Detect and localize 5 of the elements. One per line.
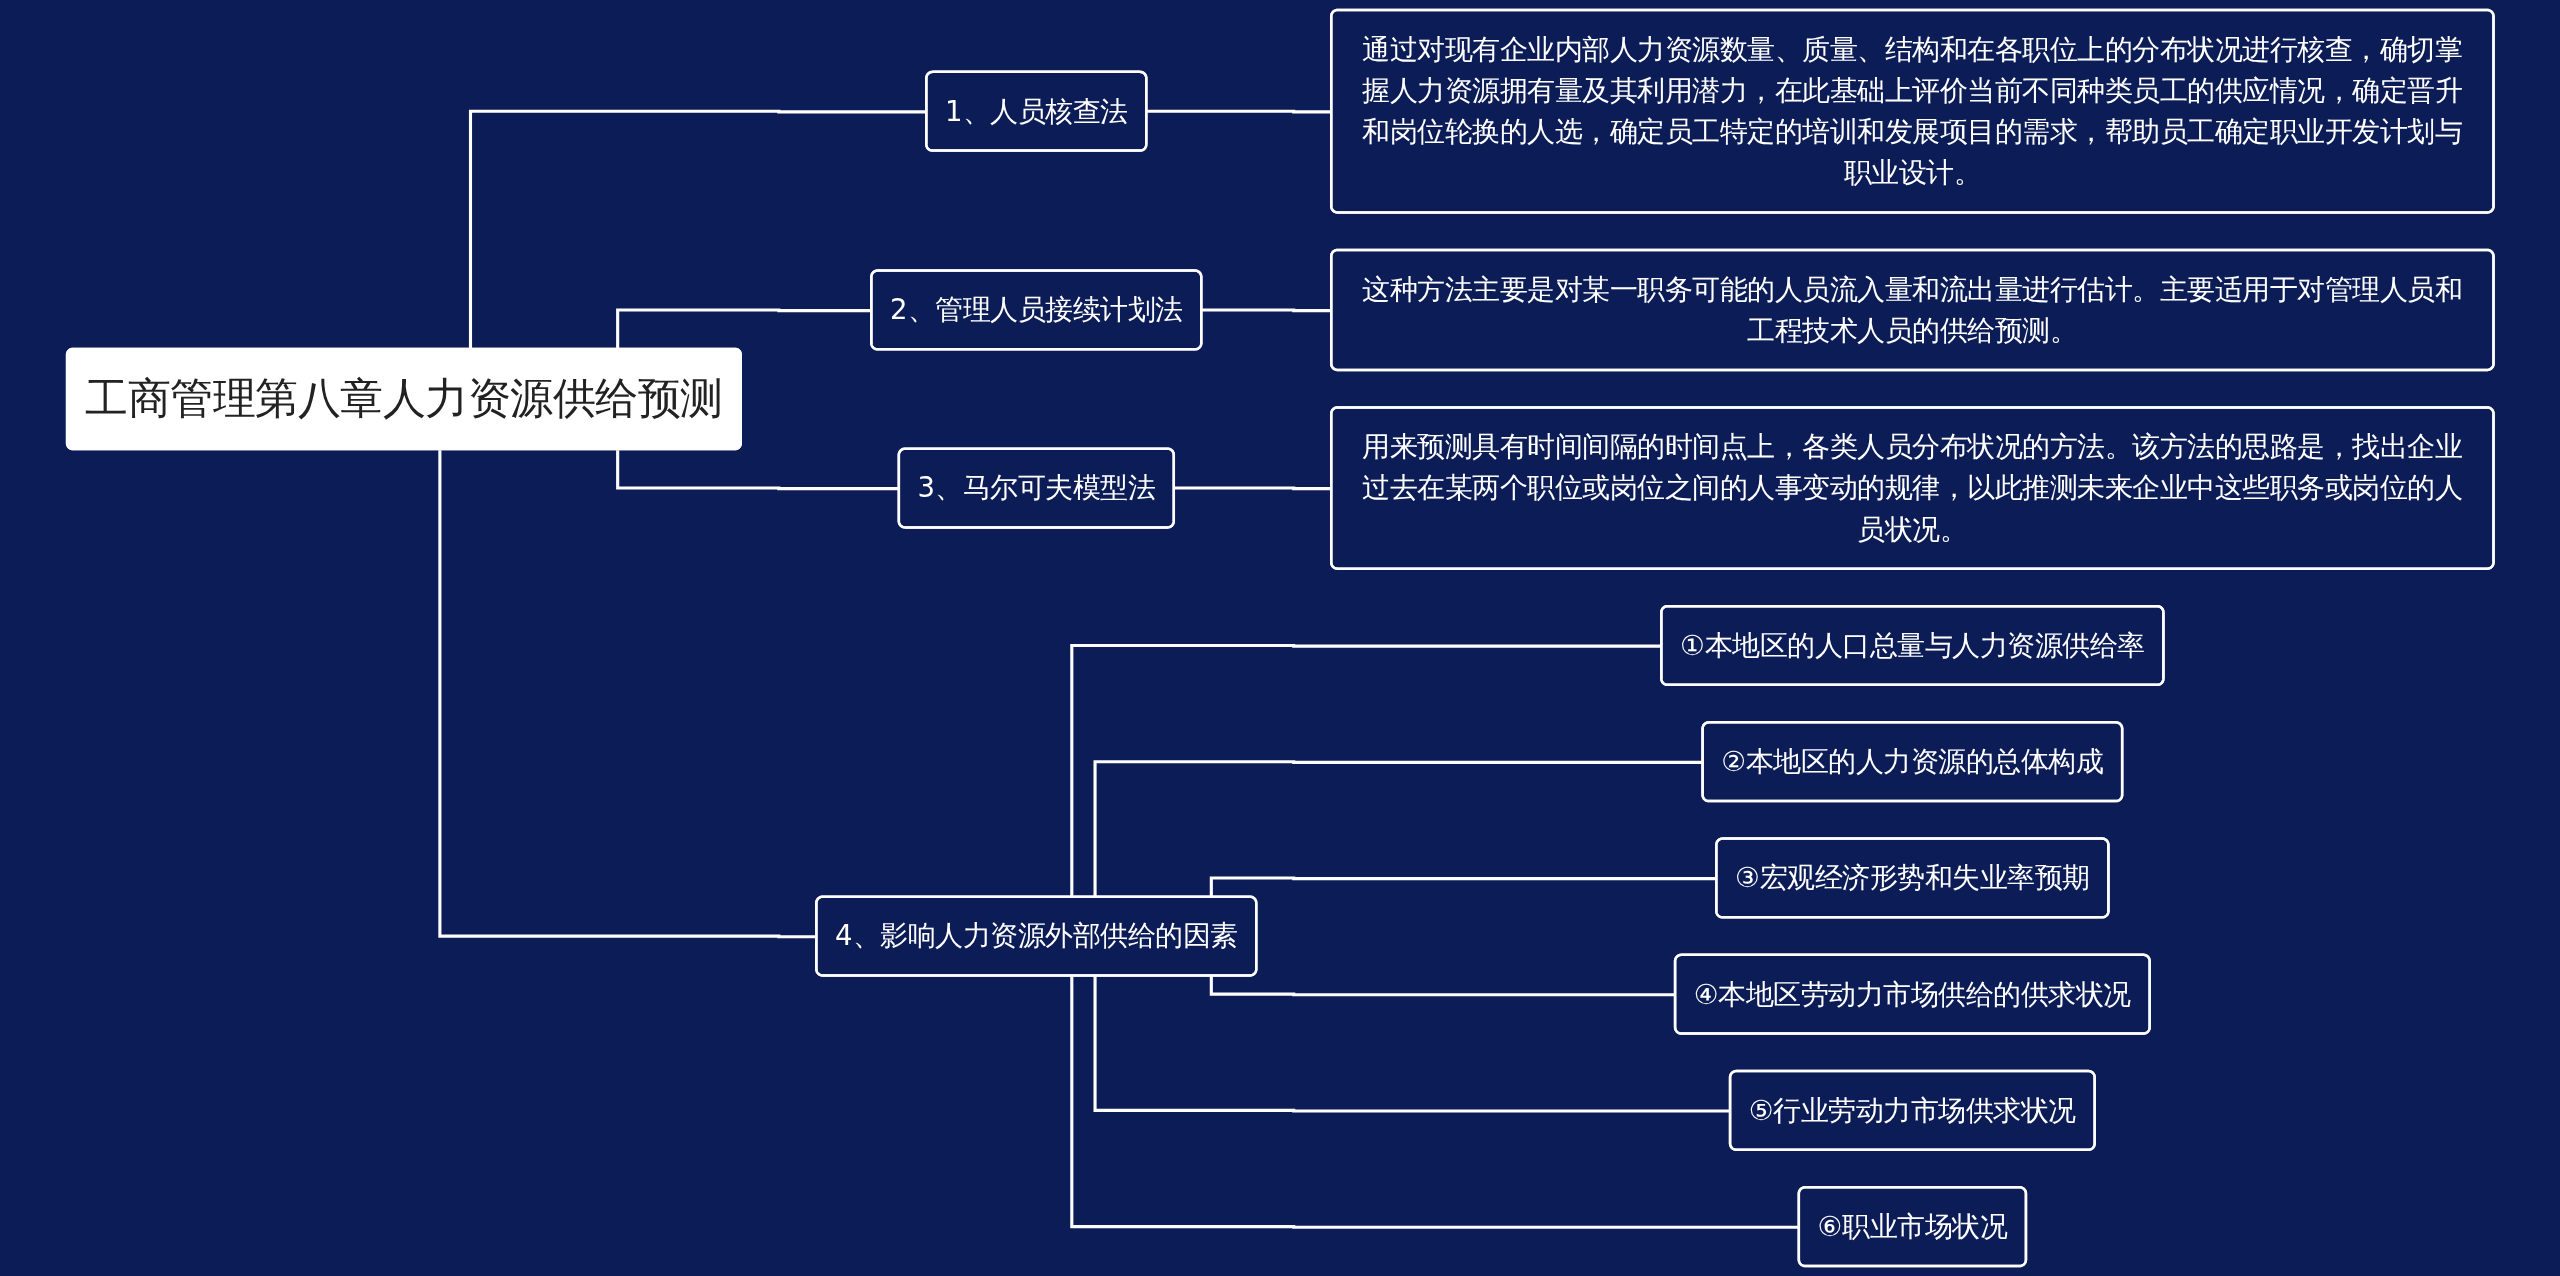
- connector: [1093, 976, 1731, 1113]
- connector: [468, 109, 927, 349]
- connector: [1209, 976, 1676, 997]
- connector: [616, 308, 872, 349]
- connector: [438, 450, 817, 939]
